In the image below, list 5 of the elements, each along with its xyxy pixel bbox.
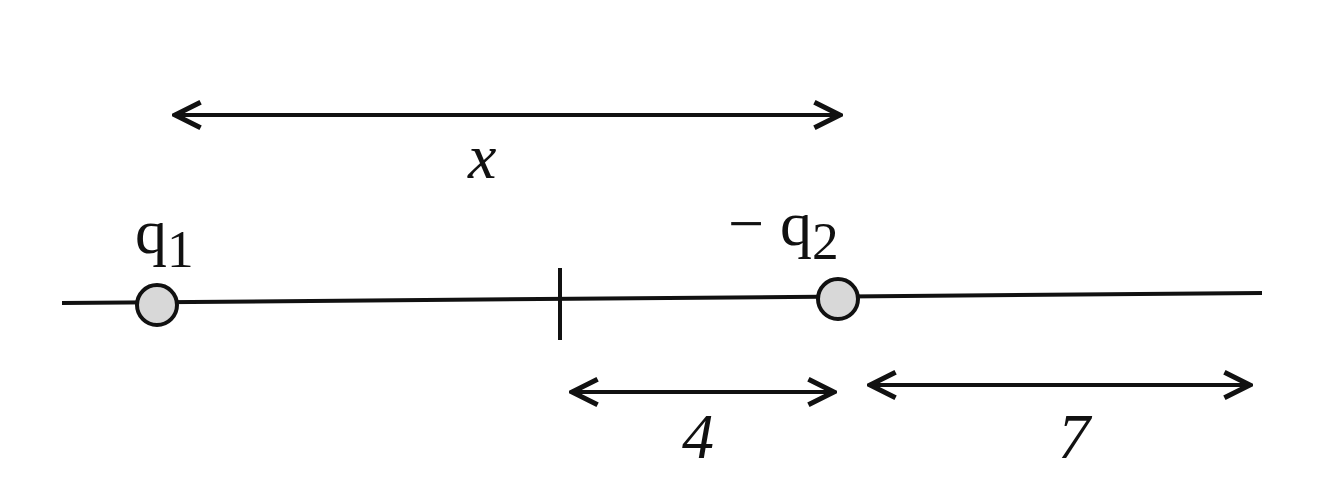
dimension-label: 4 (682, 405, 714, 469)
charge-label: q$_{1}$ (135, 200, 194, 277)
charge-label: − q$_{2}$ (728, 192, 839, 269)
dimension-label: x (468, 125, 497, 189)
dimension-label: 7 (1058, 405, 1090, 469)
